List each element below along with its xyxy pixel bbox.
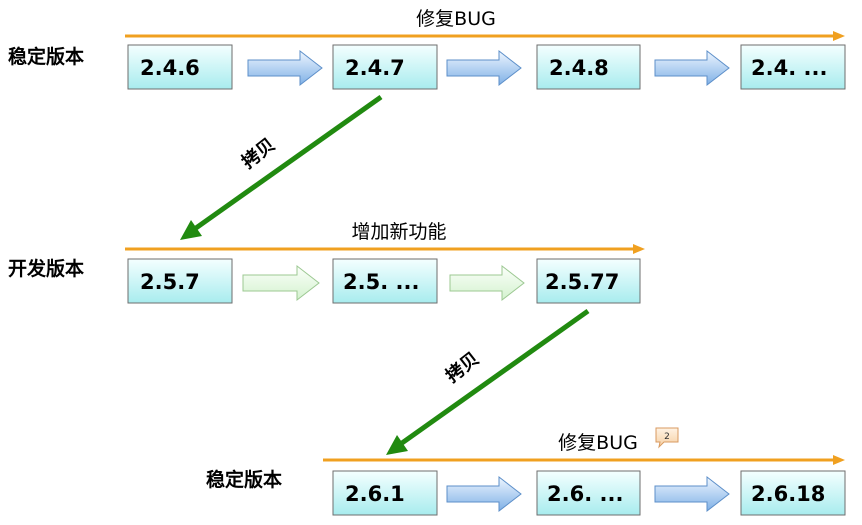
row-stable-1: 稳定版本 修复BUG 2.4.6 2.4.7 2.4.8 2.4. ... [8,8,846,90]
track-label-add-features: 增加新功能 [351,221,446,243]
version-label-2-6-more: 2.6. ... [547,482,623,506]
comment-bubble-icon[interactable] [655,427,679,449]
version-box-2-4-more [740,44,846,90]
row-label-stable-2: 稳定版本 [206,468,282,491]
track-arrowhead-development [633,244,645,254]
comment-count: 2 [664,432,670,442]
copy-arrowhead-2 [386,435,408,455]
version-label-2-6-18: 2.6.18 [751,482,825,506]
track-label-fix-bug-2: 修复BUG [558,432,638,454]
version-label-2-4-8: 2.4.8 [549,56,609,80]
next-arrow-1-2 [446,49,522,87]
copy-label-2: 拷贝 [442,348,483,387]
version-label-2-4-more: 2.4. ... [751,56,827,80]
version-box-2-4-6 [127,44,233,90]
version-box-2-4-8 [536,44,641,90]
next-arrow-3-2 [654,475,730,513]
version-box-2-6-1 [332,470,438,516]
copy-arrow-1: 拷贝 [180,94,383,240]
next-arrow-1-3 [654,49,730,87]
row-development: 开发版本 增加新功能 2.5.7 2.5. ... 2.5.77 [8,221,645,304]
version-label-2-6-1: 2.6.1 [345,482,405,506]
version-box-2-5-more [332,258,438,304]
version-label-2-5-7: 2.5.7 [140,270,200,294]
track-arrowhead-stable-2 [833,455,845,465]
copy-arrowhead-1 [180,220,202,240]
version-label-2-5-more: 2.5. ... [343,270,419,294]
copy-label-1: 拷贝 [238,134,279,173]
version-box-2-5-77 [536,258,641,304]
version-box-2-4-7 [332,44,438,90]
version-box-2-6-18 [740,470,846,516]
next-arrow-1-1 [247,49,323,87]
next-arrow-3-1 [446,475,522,513]
track-arrowhead-stable-1 [833,31,845,41]
row-stable-2: 稳定版本 修复BUG 2 2.6.1 2.6. ... 2.6.18 [206,427,846,516]
next-arrow-2-1 [242,264,320,302]
copy-arrow-line-1 [194,94,383,231]
row-label-development: 开发版本 [8,257,84,280]
track-label-fix-bug-1: 修复BUG [416,8,496,30]
copy-arrow-line-2 [400,308,590,446]
version-box-2-5-7 [127,258,233,304]
comment-marker[interactable]: 2 [655,427,679,449]
version-label-2-5-77: 2.5.77 [545,270,619,294]
row-label-stable-1: 稳定版本 [8,45,84,68]
version-box-2-6-more [536,470,641,516]
next-arrow-2-2 [449,264,525,302]
version-label-2-4-6: 2.4.6 [140,56,200,80]
version-label-2-4-7: 2.4.7 [345,56,405,80]
